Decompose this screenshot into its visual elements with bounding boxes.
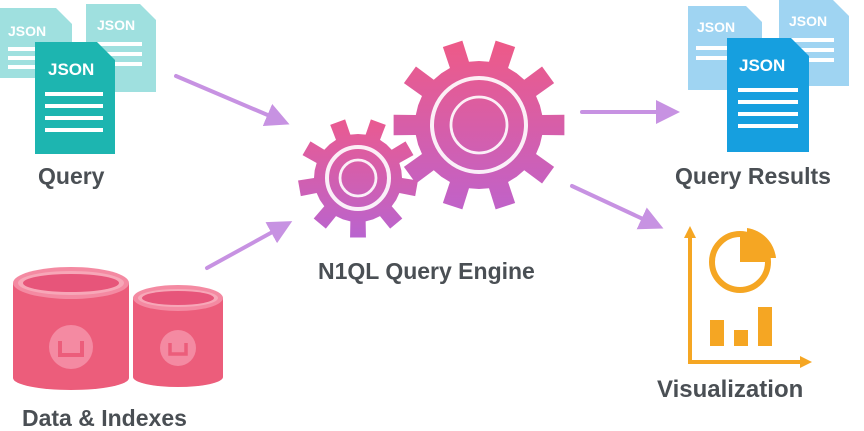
- json-doc-label: JSON: [697, 19, 735, 35]
- json-doc-label: JSON: [789, 13, 827, 29]
- gear-ring: [325, 145, 391, 211]
- query-results-label: Query Results: [675, 163, 831, 189]
- json-doc-label: JSON: [48, 60, 94, 79]
- query-label: Query: [38, 163, 105, 189]
- json-document-icon: JSON: [35, 42, 115, 154]
- gear-hub: [338, 158, 378, 198]
- data-indexes-label: Data & Indexes: [22, 405, 187, 431]
- query-documents: JSON JSON JSON: [0, 4, 156, 154]
- result-documents: JSON JSON JSON: [688, 0, 849, 152]
- gear-body: [393, 40, 565, 210]
- arrow-query-to-engine: [174, 74, 290, 126]
- gear-icon: [298, 40, 565, 238]
- json-doc-label: JSON: [8, 23, 46, 39]
- json-doc-label: JSON: [739, 56, 785, 75]
- gear-hub: [449, 95, 509, 155]
- arrow-engine-to-visualization: [570, 184, 664, 230]
- chart-icon: [684, 226, 812, 368]
- arrow-data-to-engine: [205, 221, 293, 270]
- gear-body: [298, 119, 418, 238]
- json-document-icon: JSON: [727, 38, 809, 152]
- gear-ring: [430, 76, 528, 174]
- flow-arrows: [174, 74, 680, 270]
- visualization-label: Visualization: [657, 376, 804, 403]
- database-icon: [13, 267, 223, 390]
- json-doc-label: JSON: [97, 17, 135, 33]
- engine-label: N1QL Query Engine: [318, 258, 535, 284]
